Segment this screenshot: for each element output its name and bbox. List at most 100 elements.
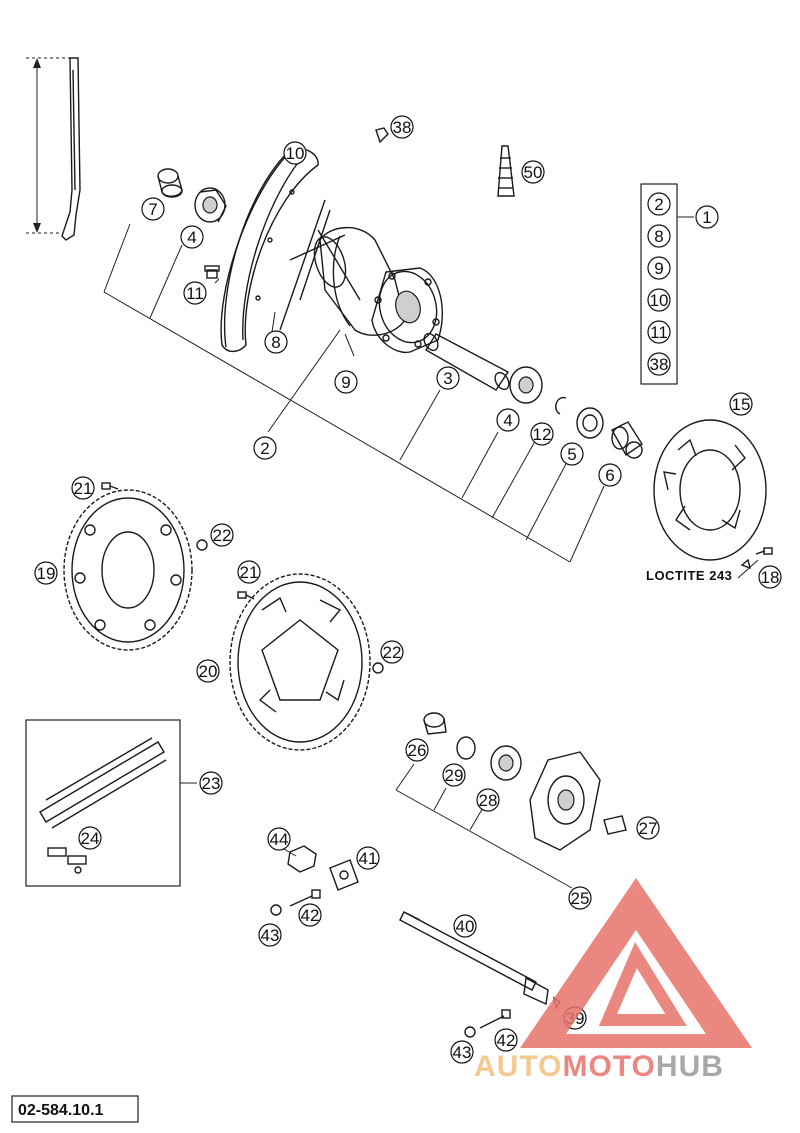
callout-label: 5 xyxy=(567,445,576,464)
callout-circle xyxy=(180,225,204,249)
kit-item-label: 11 xyxy=(650,323,668,342)
callout-circle xyxy=(436,366,460,390)
bearing-4-top-drawing xyxy=(194,187,227,223)
callout-circle xyxy=(210,523,234,547)
nut-22-b-drawing xyxy=(372,662,384,674)
callout-label: 21 xyxy=(74,479,93,498)
master-link-24-drawing xyxy=(47,847,87,874)
chain-23-drawing xyxy=(39,737,167,829)
kit-id-label: 1 xyxy=(702,208,711,227)
disc-bolt-18-drawing xyxy=(740,547,773,570)
kit-item-label: 8 xyxy=(654,227,663,246)
callout-circle xyxy=(283,141,307,165)
carrier-bearing-28-drawing xyxy=(490,745,522,781)
callout-circle xyxy=(494,1028,518,1052)
loctite-label: LOCTITE 243 xyxy=(646,568,732,583)
sprocket-19-drawing xyxy=(63,489,193,651)
leader-lines xyxy=(103,137,759,889)
callout-label: 29 xyxy=(445,766,464,785)
kit-item-circle xyxy=(647,288,671,312)
callout-label: 43 xyxy=(261,926,280,945)
carrier-spacer-26-drawing xyxy=(423,712,447,735)
nut-22-a-drawing xyxy=(196,539,208,551)
spacer-7-drawing xyxy=(157,168,183,198)
callout-circle xyxy=(729,392,753,416)
callout-circle xyxy=(141,197,165,221)
axle-tube-3-drawing xyxy=(423,332,510,391)
callout-circle xyxy=(258,923,282,947)
circlip-12-drawing xyxy=(555,396,567,415)
spokes-drawing xyxy=(279,199,361,331)
carrier-ring-29-drawing xyxy=(456,736,476,760)
watermark-logo: AUTOMOTOHUB xyxy=(474,878,752,1083)
callout-label: 23 xyxy=(202,774,221,793)
callout-label: 41 xyxy=(359,849,378,868)
spoke-drawing xyxy=(26,57,81,241)
callout-label: 3 xyxy=(443,369,452,388)
callout-label: 22 xyxy=(383,643,402,662)
callout-circle xyxy=(390,115,414,139)
axle-40-drawing xyxy=(399,911,549,1006)
callout-circle xyxy=(496,408,520,432)
sprocket-20-drawing xyxy=(229,573,371,751)
diagram-ref: 02-584.10.1 xyxy=(18,1102,104,1119)
adjuster-41-drawing xyxy=(329,859,359,891)
callout-circle xyxy=(636,816,660,840)
hub-drawing xyxy=(313,226,444,354)
ring-5-drawing xyxy=(576,407,604,439)
callout-label: 44 xyxy=(270,830,289,849)
callout-label: 42 xyxy=(497,1031,516,1050)
brake-disc-15-drawing xyxy=(653,419,767,561)
kit-id-circle xyxy=(695,205,719,229)
callout-circle xyxy=(264,330,288,354)
nut-43-b-drawing xyxy=(464,1026,476,1038)
callout-circle xyxy=(598,463,622,487)
bolt-11-drawing xyxy=(204,265,220,279)
kit-item-circle xyxy=(647,320,671,344)
callout-label: 26 xyxy=(408,741,427,760)
callout-circle xyxy=(380,640,404,664)
callout-circle xyxy=(237,560,261,584)
callout-label: 40 xyxy=(456,917,475,936)
kit-item-label: 2 xyxy=(654,195,663,214)
callout-circle xyxy=(356,846,380,870)
callout-circle xyxy=(334,370,358,394)
spacer-6-drawing xyxy=(611,421,643,459)
callout-label: 12 xyxy=(533,425,552,444)
sprocket-carrier-25-drawing xyxy=(529,751,601,851)
callout-circle xyxy=(253,436,277,460)
watermark-part-2: MOTO xyxy=(562,1050,655,1083)
rim-drawing xyxy=(220,148,319,353)
sprocket-bolt-21-b-drawing xyxy=(237,591,255,600)
callout-label: 9 xyxy=(341,373,350,392)
callout-label: 18 xyxy=(761,568,780,587)
sprocket-bolt-21-a-drawing xyxy=(101,482,119,490)
kit-item-label: 38 xyxy=(650,355,669,374)
callout-label: 4 xyxy=(503,411,512,430)
bearing-4-lower-drawing xyxy=(509,366,543,404)
callout-label: 19 xyxy=(37,564,56,583)
callout-label: 27 xyxy=(639,819,658,838)
callout-circle xyxy=(521,160,545,184)
callout-circle xyxy=(78,826,102,850)
callout-circle xyxy=(183,281,207,305)
nut-44-drawing xyxy=(287,845,317,873)
kit-list-box xyxy=(640,183,678,385)
callout-circle xyxy=(196,659,220,683)
diagram-ref-box xyxy=(11,1095,139,1123)
callout-circle xyxy=(71,476,95,500)
callout-label: 50 xyxy=(524,163,543,182)
callout-label: 22 xyxy=(213,526,232,545)
callout-group: 2344567891011121518192021212222232425262… xyxy=(34,115,782,1064)
callout-circle xyxy=(568,886,592,910)
chain-box xyxy=(25,719,181,887)
callout-label: 11 xyxy=(186,284,204,303)
callout-circle xyxy=(450,1040,474,1064)
watermark-part-3: HUB xyxy=(656,1050,724,1083)
callout-label: 38 xyxy=(393,118,412,137)
callout-label: 8 xyxy=(271,333,280,352)
bolt-42-b-drawing xyxy=(479,1009,511,1029)
cap-38-drawing xyxy=(375,127,389,144)
